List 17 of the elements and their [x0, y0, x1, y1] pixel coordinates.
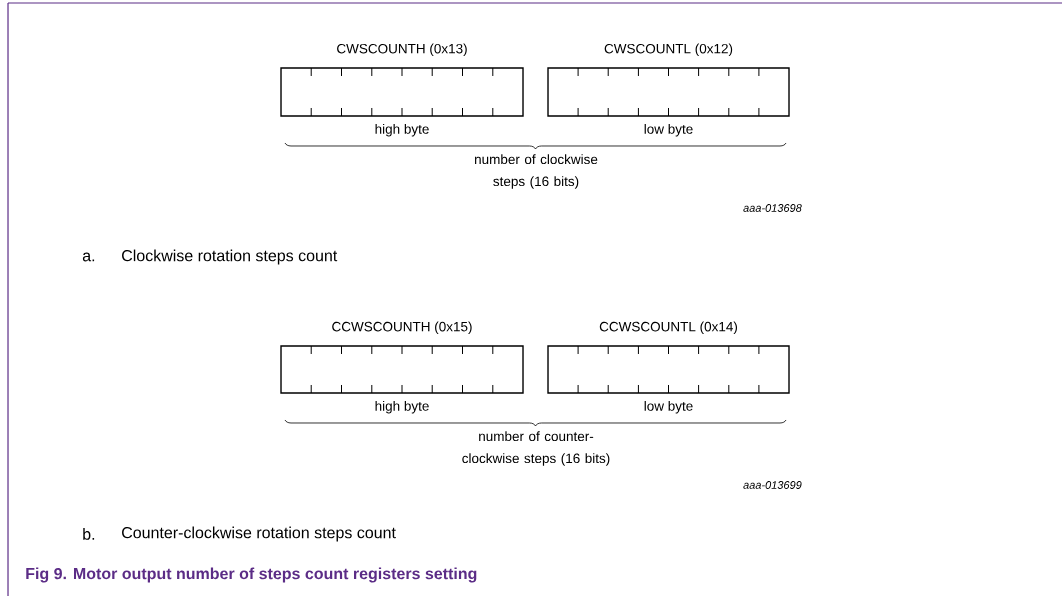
- figure-code: aaa-013698: [743, 204, 802, 212]
- bit-count-label: number of clockwise steps (16 bits): [475, 154, 598, 189]
- figure-caption: Fig 9. Motor output number of steps count registers setting: [26, 567, 477, 583]
- subfigure-letter: a.: [82, 252, 95, 262]
- register-name: CWSCOUNTH (0x13): [337, 43, 467, 57]
- subfigure-caption: Clockwise rotation steps count: [122, 249, 338, 265]
- register-name: CCWSCOUNTL (0x14): [599, 321, 737, 335]
- byte-label: high byte: [375, 123, 429, 137]
- byte-label: low byte: [644, 400, 693, 414]
- byte-label: high byte: [375, 400, 429, 414]
- register-name: CCWSCOUNTH (0x15): [332, 321, 472, 335]
- figure-code: aaa-013699: [743, 481, 802, 489]
- register-name: CWSCOUNTL (0x12): [604, 43, 733, 57]
- byte-label: low byte: [644, 123, 693, 137]
- bit-count-label: number of counter-clockwise steps (16 bits): [462, 431, 610, 466]
- subfigure-letter: b.: [83, 528, 95, 540]
- subfigure-caption: Counter-clockwise rotation steps count: [122, 526, 396, 542]
